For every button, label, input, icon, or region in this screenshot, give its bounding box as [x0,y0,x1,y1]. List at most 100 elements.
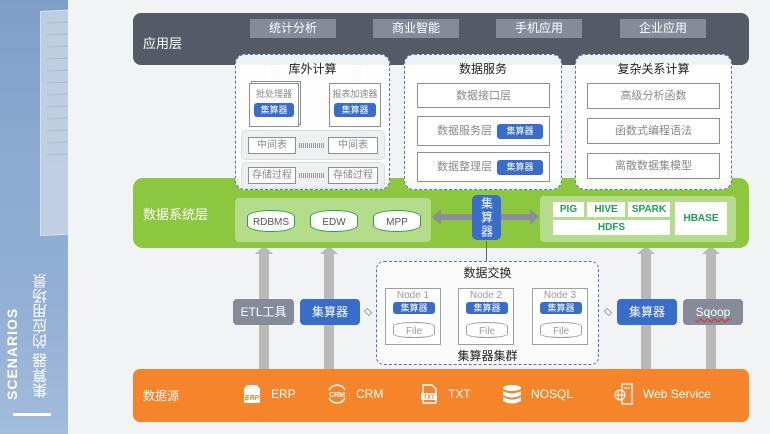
transfer-arrow [299,173,325,178]
svg-text:TXT: TXT [423,395,435,401]
app-tag-mobile[interactable]: 手机应用 [496,19,582,38]
stored-procedure-row: 存储过程 存储过程 [241,162,385,189]
source-web-service[interactable]: Web Service [613,383,711,405]
arrow-left-to-databases [440,214,472,220]
application-layer-label: 应用层 [143,36,183,51]
txt-file-icon: TXT [421,384,437,404]
data-source-label: 数据源 [143,389,180,403]
database-panel: RDBMS EDW MPP [235,198,431,242]
data-cleanup-calc-badge: 集算器 [497,160,543,175]
discrete-dataset-box[interactable]: 离散数据集模型 [587,153,720,179]
db-rdbms[interactable]: RDBMS [247,210,295,232]
intermediate-table-source[interactable]: 中间表 [248,137,296,154]
node-name: Node 2 [469,290,503,301]
arrow-right-to-hadoop [501,214,531,220]
database-icon [503,385,521,404]
db-mpp[interactable]: MPP [373,210,421,232]
node-file-storage: File [393,322,435,338]
double-arrow-left [364,308,372,316]
source-nosql-label: NOSQL [531,387,574,401]
data-service-group: 数据服务 数据接口层 数据服务层 集算器 数据整理层 集算器 [404,54,562,190]
cluster-node-1[interactable]: Node 1 集算器 File [385,288,441,345]
double-arrow-right [604,308,612,316]
cluster-node-2[interactable]: Node 2 集算器 File [458,288,514,345]
data-interface-layer[interactable]: 数据接口层 [417,83,550,108]
sqoop-button[interactable]: Sqoop [683,299,743,325]
stored-procedure-source[interactable]: 存储过程 [248,167,296,184]
hadoop-spark[interactable]: SPARK [628,202,670,217]
vertical-double-arrow [486,241,487,261]
data-cleanup-label: 数据整理层 [437,161,492,173]
data-cleanup-layer[interactable]: 数据整理层 集算器 [417,152,550,182]
advanced-analytics-box[interactable]: 高级分析函数 [587,83,720,109]
hadoop-hbase[interactable]: HBASE [675,202,727,235]
sidebar-title-cn: 集算器 的应用场景 [32,273,49,398]
cluster-node-3[interactable]: Node 3 集算器 File [532,288,588,345]
source-erp[interactable]: ERP ERP [241,383,296,405]
complex-relation-title: 复杂关系计算 [617,62,690,76]
node-file-storage: File [540,322,582,338]
data-system-layer-label: 数据系统层 [143,207,209,222]
sidebar-underline [13,413,51,416]
source-crm[interactable]: CRM CRM [326,383,383,405]
batch-calc-badge: 集算器 [254,103,294,117]
sidebar-banner: SCENARIOS 集算器 的应用场景 [0,0,68,434]
calc-left-button[interactable]: 集算器 [300,299,360,325]
app-tag-statistics[interactable]: 统计分析 [250,19,336,38]
report-accelerator-label: 报表加速器 [332,89,378,99]
data-service-calc-badge: 集算器 [497,124,543,139]
batch-processor-box[interactable]: 批处理器 集算器 [249,83,299,127]
svg-text:ERP: ERP [245,395,260,402]
source-txt[interactable]: TXT TXT [418,383,471,405]
app-tag-bi[interactable]: 商业智能 [373,19,459,38]
svg-text:CRM: CRM [329,392,345,399]
intermediate-table-row: 中间表 中间表 [241,130,385,160]
sidebar-title-en: SCENARIOS [4,307,20,400]
hadoop-pig[interactable]: PIG [553,202,584,217]
report-calc-badge: 集算器 [334,103,376,117]
arrow-head-left [432,209,441,225]
node-calc-badge: 集算器 [466,302,508,314]
data-interface-label: 数据接口层 [456,90,511,102]
data-service-title: 数据服务 [458,62,507,76]
transfer-arrow [299,143,325,148]
data-exchange-cluster: 数据交换 Node 1 集算器 File Node 2 集算器 File Nod… [376,261,599,365]
source-nosql[interactable]: NOSQL [501,383,573,405]
source-erp-label: ERP [271,387,296,401]
intermediate-table-target[interactable]: 中间表 [328,137,378,154]
db-edw[interactable]: EDW [310,210,358,232]
offline-compute-group: 库外计算 批处理器 集算器 报表加速器 集算器 中间表 中间表 存储过程 存储过… [235,54,390,190]
data-source-layer: 数据源 ERP ERP CRM CRM TXT TXT NOSQL Web Se… [133,369,749,422]
complex-relation-group: 复杂关系计算 高级分析函数 函数式编程语法 离散数据集模型 [575,54,732,190]
functional-syntax-box[interactable]: 函数式编程语法 [587,118,720,144]
application-layer: 应用层 统计分析 商业智能 手机应用 企业应用 [133,13,749,65]
hadoop-hdfs[interactable]: HDFS [553,220,670,235]
center-calc-label: 集算器 [479,197,494,239]
node-name: Node 3 [543,290,577,301]
data-service-layer-label: 数据服务层 [437,125,492,137]
node-name: Node 1 [396,290,430,301]
report-accelerator-box[interactable]: 报表加速器 集算器 [329,83,381,127]
hadoop-panel: PIG HIVE SPARK HDFS HBASE [540,196,736,242]
cluster-footer-label: 集算器集群 [457,349,518,363]
node-file-storage: File [466,322,508,338]
center-calc-node[interactable]: 集算器 [472,195,501,240]
monitor-background-image [40,8,68,237]
stored-procedure-target[interactable]: 存储过程 [328,167,378,184]
data-exchange-title: 数据交换 [463,266,512,280]
node-calc-badge: 集算器 [393,302,435,314]
calc-right-button[interactable]: 集算器 [617,299,677,325]
offline-compute-title: 库外计算 [288,62,337,76]
erp-icon: ERP [244,385,260,403]
crm-icon: CRM [328,384,346,404]
app-tag-enterprise[interactable]: 企业应用 [620,19,706,38]
etl-tool-button[interactable]: ETL工具 [233,299,294,325]
node-calc-badge: 集算器 [540,302,582,314]
source-crm-label: CRM [356,387,384,401]
batch-processor-label: 批处理器 [255,89,292,99]
arrow-head-right [530,209,539,225]
hadoop-hive[interactable]: HIVE [587,202,625,217]
web-service-icon [614,383,633,405]
data-service-layer[interactable]: 数据服务层 集算器 [417,116,550,146]
source-web-service-label: Web Service [643,387,711,401]
